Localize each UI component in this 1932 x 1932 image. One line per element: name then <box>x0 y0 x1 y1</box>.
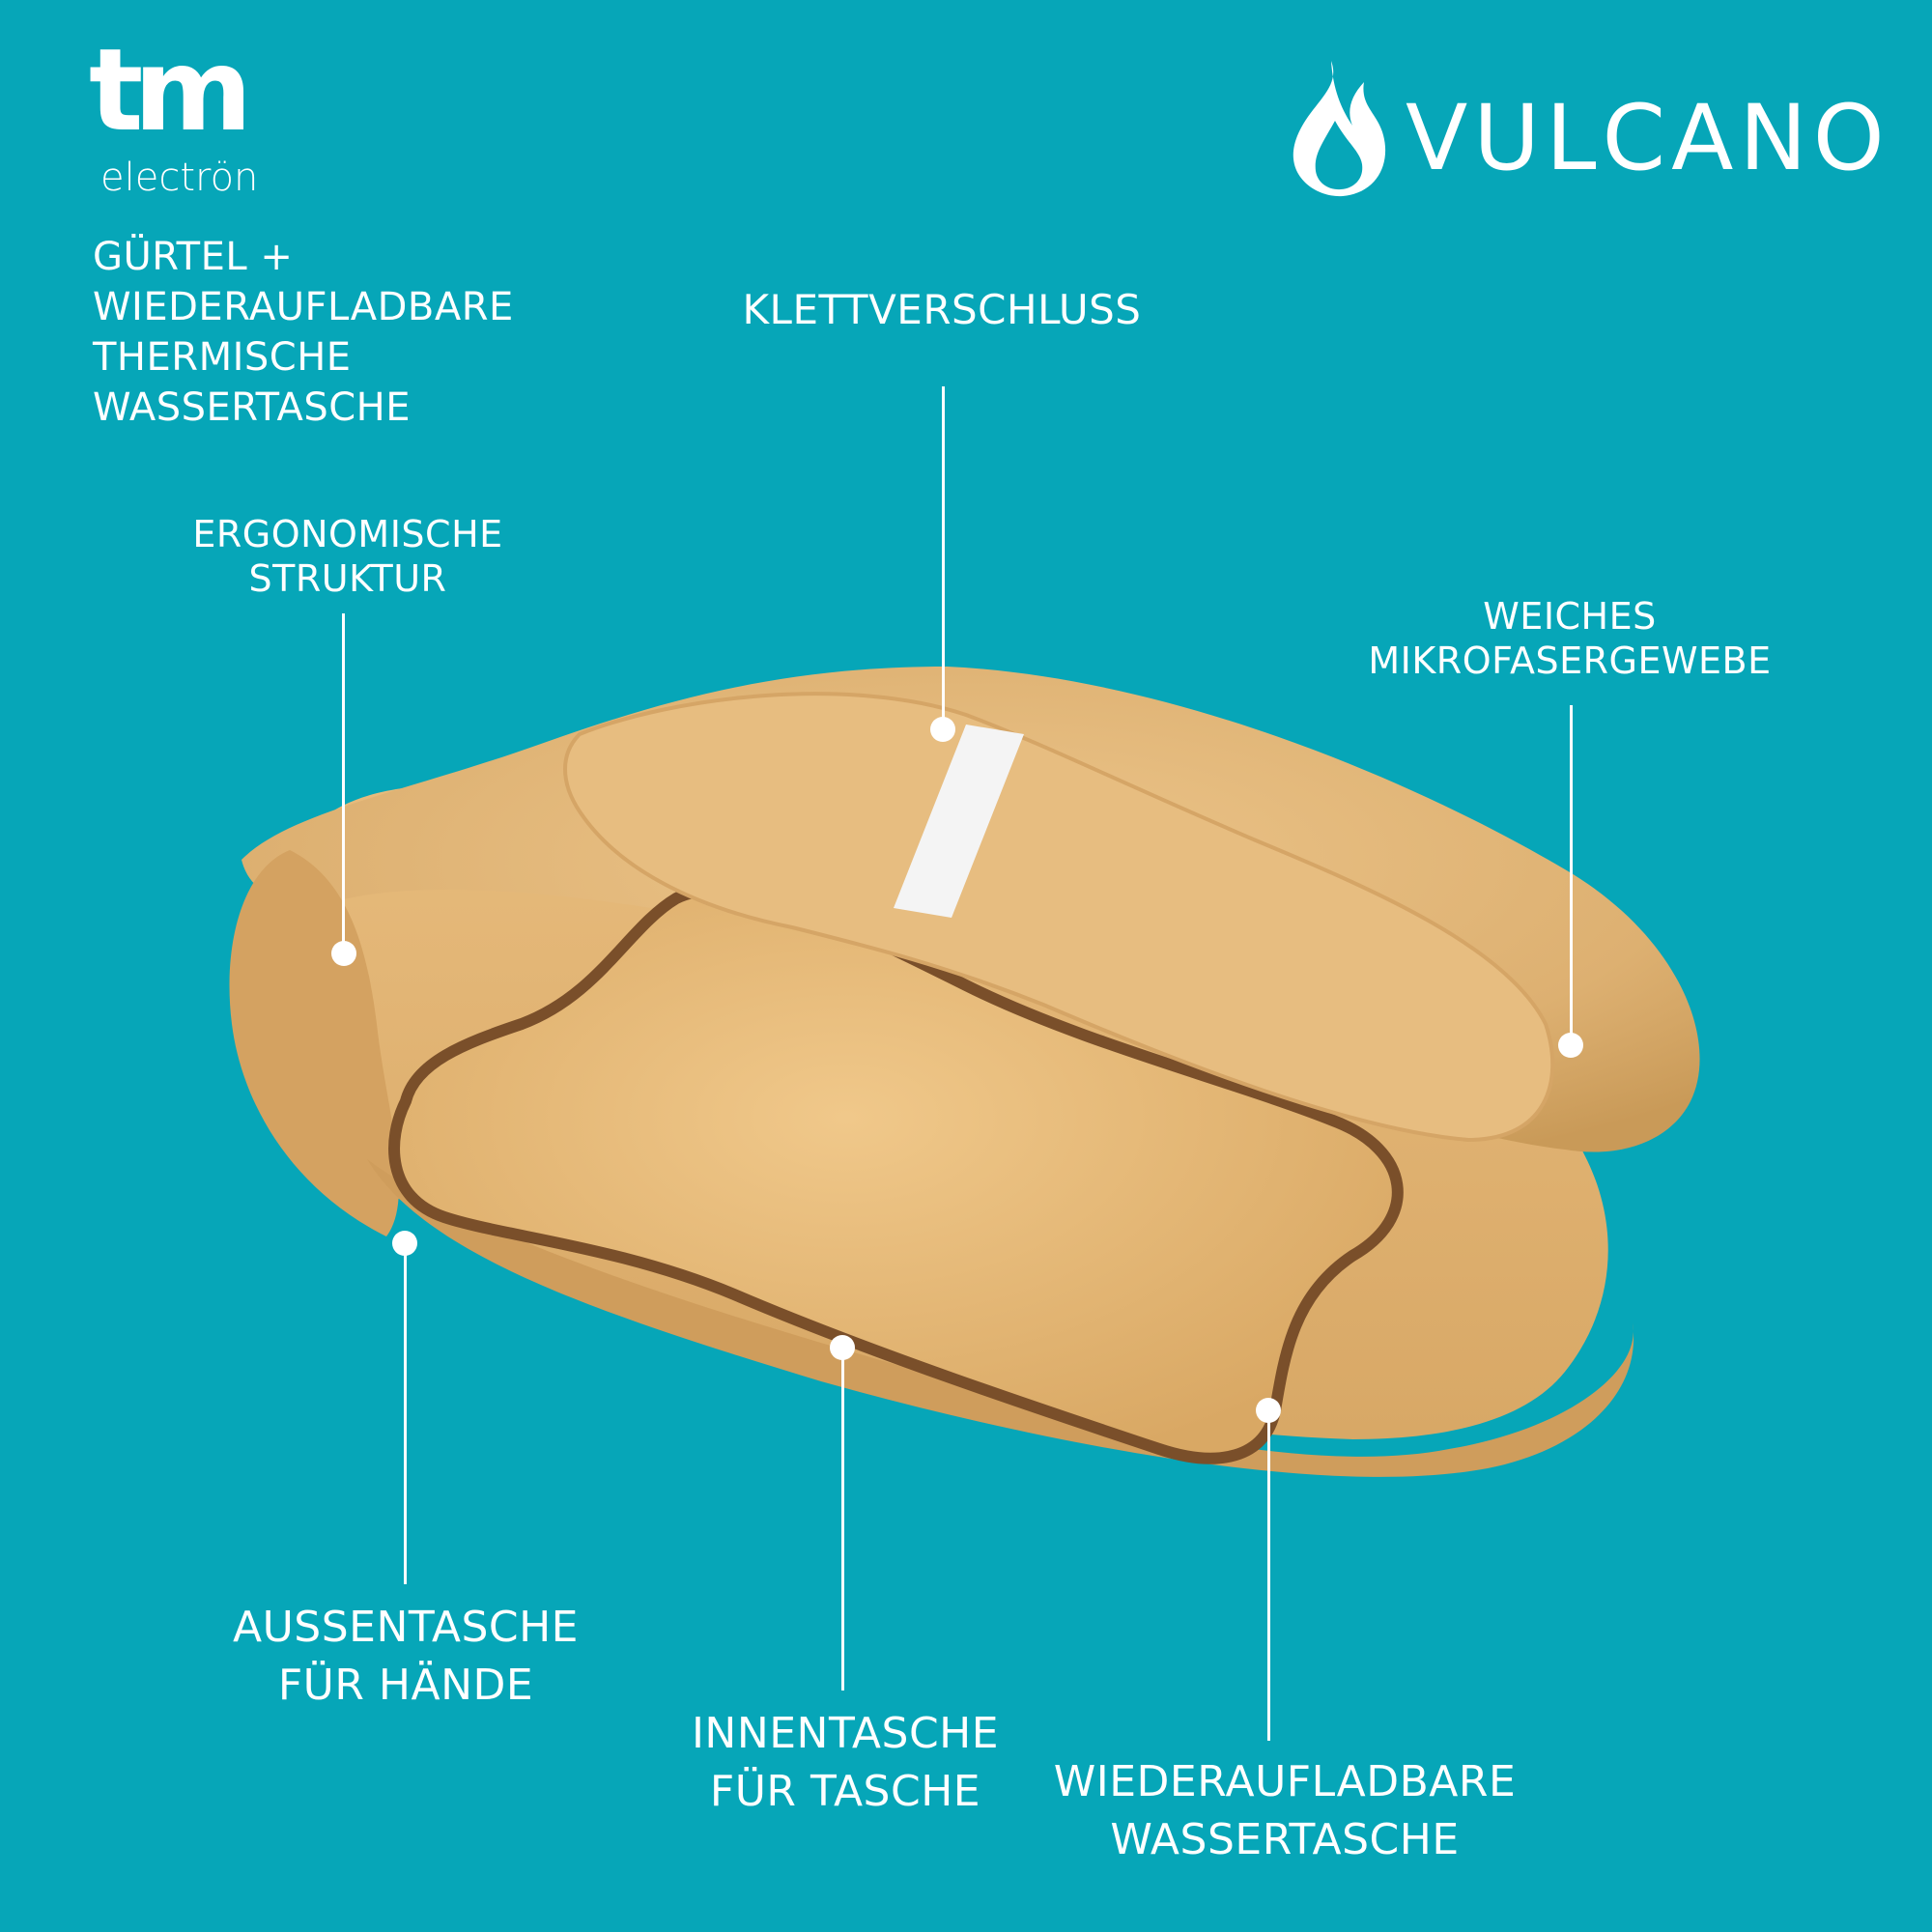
label-innentasche-line1: INNENTASCHE <box>691 1709 1000 1758</box>
label-wasser: WIEDERAUFLADBARE WASSERTASCHE <box>1043 1753 1526 1869</box>
callout-dot-klettverschluss <box>930 717 955 742</box>
label-innentasche-line2: FÜR TASCHE <box>709 1767 981 1816</box>
callout-dot-aussentasche <box>392 1231 417 1256</box>
callout-dot-weiches <box>1558 1033 1583 1058</box>
tm-logo-main: tm <box>89 23 252 156</box>
label-klettverschluss: KLETTVERSCHLUSS <box>734 285 1150 336</box>
callout-dot-ergonomische <box>331 941 356 966</box>
title-line-1: GÜRTEL + <box>93 235 294 279</box>
vulcano-wordmark: VULCANO <box>1406 86 1890 191</box>
label-ergonomische: ERGONOMISCHE STRUKTUR <box>184 512 512 601</box>
label-wasser-line2: WASSERTASCHE <box>1110 1815 1460 1864</box>
velcro-strap <box>894 724 1024 918</box>
label-weiches-line1: WEICHES <box>1483 595 1657 638</box>
callout-line-ergonomische <box>342 613 345 952</box>
flame-drop-icon <box>1293 61 1386 197</box>
callout-line-klettverschluss <box>942 386 945 729</box>
water-bag <box>388 885 1404 1464</box>
tm-logo-sub: electrön <box>100 156 259 200</box>
callout-line-innentasche <box>841 1352 844 1690</box>
label-aussentasche-line2: FÜR HÄNDE <box>277 1661 534 1710</box>
label-ergonomische-line1: ERGONOMISCHE <box>192 513 503 555</box>
callout-dot-wasser <box>1256 1398 1281 1423</box>
callout-dot-innentasche <box>830 1335 855 1360</box>
label-weiches-line2: MIKROFASERGEWEBE <box>1368 639 1772 682</box>
label-aussentasche-line1: AUSSENTASCHE <box>233 1603 579 1652</box>
product-title: GÜRTEL + WIEDERAUFLADBARE THERMISCHE WAS… <box>93 232 514 433</box>
belt-bottom-band <box>367 1159 1634 1477</box>
label-wasser-line1: WIEDERAUFLADBARE <box>1053 1757 1517 1806</box>
title-line-4: WASSERTASCHE <box>93 385 412 430</box>
tm-electron-logo: tm electrön <box>89 33 330 205</box>
label-aussentasche: AUSSENTASCHE FÜR HÄNDE <box>217 1599 594 1715</box>
callout-line-weiches <box>1570 705 1573 1043</box>
vulcano-logo: VULCANO <box>1275 53 1893 208</box>
title-line-3: THERMISCHE <box>93 335 352 380</box>
callout-line-wasser <box>1267 1412 1270 1741</box>
label-ergonomische-line2: STRUKTUR <box>248 557 447 600</box>
label-klettverschluss-line1: KLETTVERSCHLUSS <box>742 286 1142 333</box>
title-line-2: WIEDERAUFLADBARE <box>93 285 514 329</box>
label-weiches: WEICHES MIKROFASERGEWEBE <box>1367 594 1773 683</box>
callout-line-aussentasche <box>404 1246 407 1584</box>
belt-left-rim <box>229 850 399 1236</box>
label-innentasche: INNENTASCHE FÜR TASCHE <box>667 1705 1024 1821</box>
velcro-flap <box>563 692 1555 1143</box>
